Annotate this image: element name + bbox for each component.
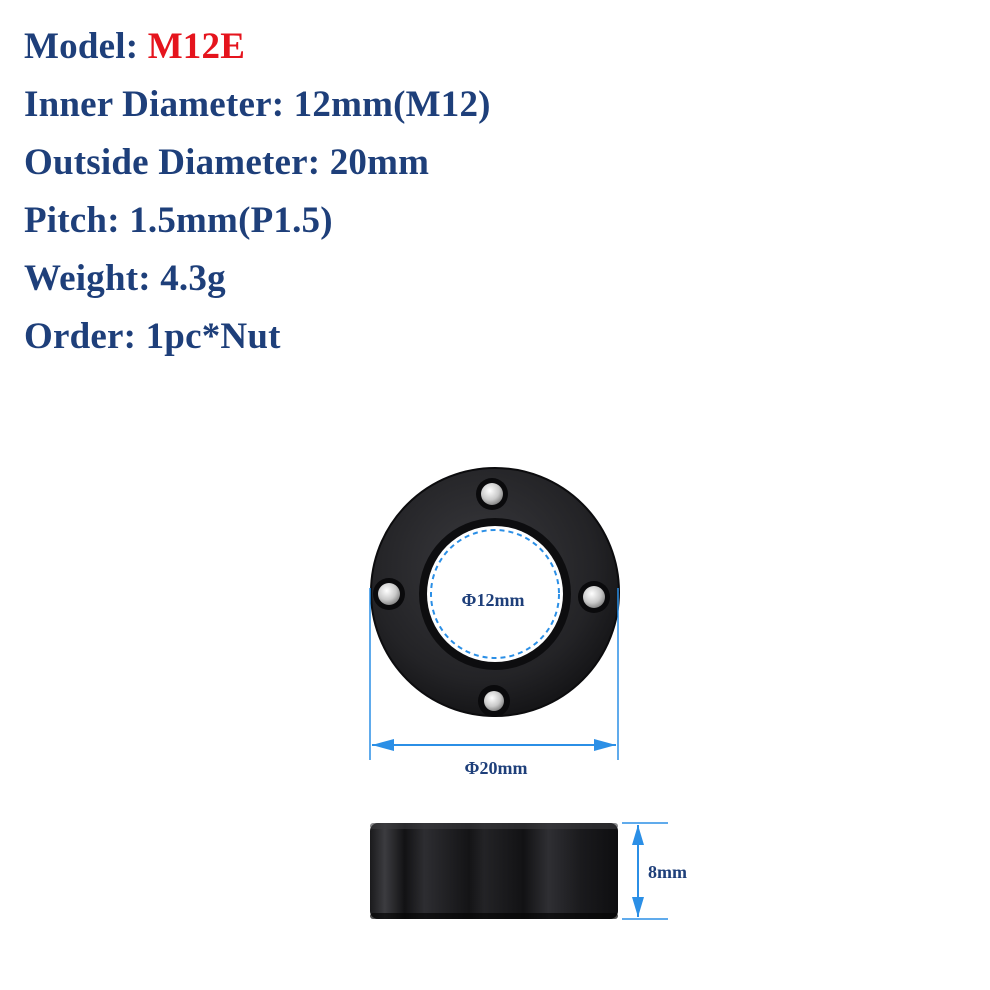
spec-order: Order: 1pc*Nut	[24, 308, 491, 366]
arrow-left-icon	[372, 739, 394, 751]
ball-right	[578, 581, 610, 613]
spec-outside-diameter-value: 20mm	[329, 142, 430, 183]
nut-side-view	[370, 823, 618, 919]
nut-top-view: Φ12mm	[370, 467, 620, 717]
arrow-down-icon	[632, 897, 644, 917]
spec-weight-value: 4.3g	[160, 258, 226, 299]
spec-pitch-value: 1.5mm(P1.5)	[129, 200, 333, 241]
spec-outside-diameter: Outside Diameter: 20mm	[24, 134, 491, 192]
spec-list: Model: M12E Inner Diameter: 12mm(M12) Ou…	[24, 18, 491, 366]
spec-order-value: 1pc*Nut	[145, 316, 281, 357]
ball-top	[476, 478, 508, 510]
spec-outside-diameter-label: Outside Diameter:	[24, 142, 321, 183]
spec-inner-diameter-value: 12mm(M12)	[293, 84, 491, 125]
arrow-right-icon	[594, 739, 616, 751]
outer-diameter-dimension: Φ20mm	[369, 588, 619, 778]
spec-inner-diameter-label: Inner Diameter:	[24, 84, 285, 125]
ball-left	[373, 578, 405, 610]
inner-diameter-label: Φ12mm	[462, 590, 525, 610]
spec-pitch-label: Pitch:	[24, 200, 120, 241]
ball-bottom	[478, 685, 510, 717]
spec-pitch: Pitch: 1.5mm(P1.5)	[24, 192, 491, 250]
height-dimension: 8mm	[622, 822, 687, 920]
spec-model-label: Model:	[24, 26, 139, 67]
inner-diameter-circle	[430, 529, 560, 659]
arrow-up-icon	[632, 825, 644, 845]
spec-inner-diameter: Inner Diameter: 12mm(M12)	[24, 76, 491, 134]
spec-order-label: Order:	[24, 316, 137, 357]
spec-model: Model: M12E	[24, 18, 491, 76]
spec-weight-label: Weight:	[24, 258, 151, 299]
nut-bore	[427, 526, 563, 662]
height-label: 8mm	[648, 862, 687, 882]
spec-model-value: M12E	[147, 26, 246, 67]
spec-weight: Weight: 4.3g	[24, 250, 491, 308]
outer-diameter-label: Φ20mm	[465, 758, 528, 778]
nut-side-body	[370, 823, 618, 919]
